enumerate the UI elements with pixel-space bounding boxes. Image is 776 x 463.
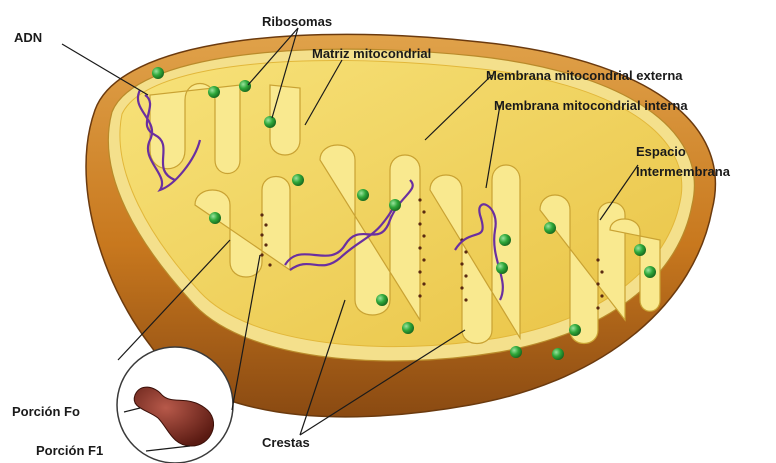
label-membrana-interna: Membrana mitocondrial interna (494, 98, 688, 113)
label-ribosomas: Ribosomas (262, 14, 332, 29)
label-espacio: Espacio (636, 144, 686, 159)
label-porcion-f1: Porción F1 (36, 443, 103, 458)
label-crestas: Crestas (262, 435, 310, 450)
label-membrana-externa: Membrana mitocondrial externa (486, 68, 683, 83)
label-adn: ADN (14, 30, 42, 45)
label-porcion-fo: Porción Fo (12, 404, 80, 419)
label-intermembrana: Intermembrana (636, 164, 731, 179)
label-matriz-mitocondrial: Matriz mitocondrial (312, 46, 431, 61)
